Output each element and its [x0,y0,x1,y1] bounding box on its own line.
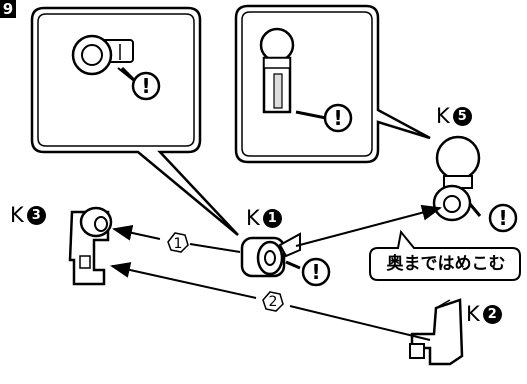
arrow-k1-to-k5 [295,204,442,247]
part-prefix: K [436,104,450,128]
step-number-badge: 9 [0,0,16,18]
pin-detail-icon [259,27,295,114]
part-label-k1: K 1 [246,206,282,230]
arrow-number-1: 1 [174,236,183,252]
warning-pointer-right [295,110,327,120]
part-label-k3: K 3 [10,203,46,227]
warning-icon [323,103,353,133]
part-number-k3: 3 [26,205,46,225]
part-label-k5: K 5 [436,104,472,128]
warning-mark-text: ! [141,74,150,98]
part-label-k2: K 2 [466,302,502,326]
part-prefix: K [466,302,480,326]
arrow-number-badge-1 [167,232,189,253]
warning-icon [301,257,331,287]
arrow-number-2: 2 [269,294,278,310]
part-prefix: K [246,206,260,230]
arrow-step-1 [112,225,241,253]
part-prefix: K [10,203,24,227]
part-k5-illustration [432,135,518,233]
detail-callout-left [30,6,239,236]
part-number-k1: 1 [262,208,282,228]
part-k1-illustration [240,232,331,287]
part-k3-illustration [68,206,113,286]
warning-icon [488,203,518,233]
warning-mark-text: ! [333,106,342,130]
warning-icon [131,71,161,101]
warning-mark-text: ! [311,260,320,284]
part-number-k5: 5 [452,106,472,126]
arrow-step-2 [110,262,431,341]
instruction-text: 奥まではめこむ [386,254,506,274]
ring-detail-icon [71,34,134,76]
detail-callout-right [234,4,431,164]
warning-mark-text: ! [498,206,507,230]
part-k2-illustration [409,298,464,366]
arrow-number-badge-2 [262,291,284,312]
part-number-k2: 2 [482,304,502,324]
instruction-bubble [369,229,521,281]
